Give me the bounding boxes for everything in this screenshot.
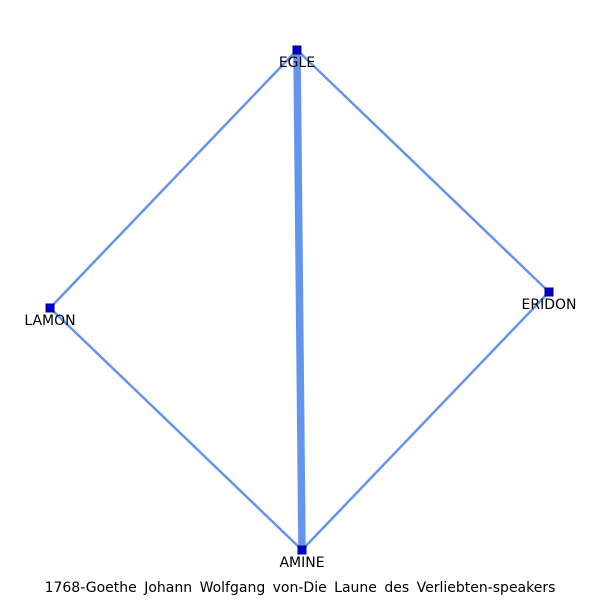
graph-caption: 1768-Goethe Johann Wolfgang von-Die Laun… — [44, 580, 556, 596]
node-lamon — [45, 303, 55, 313]
node-egle — [292, 45, 302, 55]
node-label-lamon: LAMON — [24, 313, 75, 329]
node-amine — [297, 545, 307, 555]
edge-eridon-amine — [300, 290, 551, 552]
node-label-amine: AMINE — [279, 555, 324, 571]
edge-egle-lamon — [48, 48, 299, 310]
edge-egle-amine — [293, 46, 306, 554]
node-eridon — [544, 287, 554, 297]
node-label-egle: EGLE — [279, 55, 315, 71]
edge-lamon-amine — [48, 306, 304, 552]
labels-layer: EGLE LAMON ERIDON AMINE — [24, 55, 576, 571]
node-label-eridon: ERIDON — [522, 297, 577, 313]
nodes-layer — [45, 45, 554, 555]
edge-egle-eridon — [295, 48, 551, 294]
edges-layer — [48, 46, 551, 554]
